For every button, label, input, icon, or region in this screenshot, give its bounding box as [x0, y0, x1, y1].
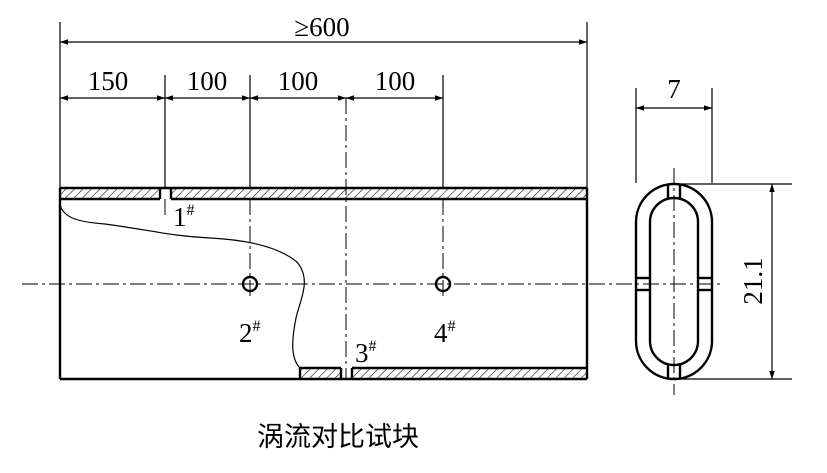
figure-caption: 涡流对比试块 [257, 422, 419, 453]
hole-labels: 1# 2# 3# 4# [173, 202, 456, 368]
hole-2 [241, 275, 259, 293]
dimension-segments: 150 100 100 100 [60, 66, 444, 188]
hole-4 [434, 275, 452, 293]
dimension-height-text: 21.1 [738, 257, 768, 304]
tube-side-view [22, 98, 720, 381]
dimension-total-length: ≥600 [59, 12, 588, 188]
dimension-width-text: 7 [667, 74, 681, 104]
tube-cross-section: 7 21.1 [634, 74, 792, 395]
dimension-seg2-text: 100 [187, 66, 228, 96]
dimension-seg1-text: 150 [88, 66, 129, 96]
dimension-seg3-text: 100 [278, 66, 319, 96]
hole-1-label: 1# [173, 202, 195, 232]
cross-section-holes [636, 184, 712, 379]
dimension-total-text: ≥600 [294, 12, 349, 42]
hole-3-label: 3# [355, 338, 377, 368]
hole-2-label: 2# [239, 318, 261, 348]
dimension-seg4-text: 100 [375, 66, 416, 96]
hole-4-label: 4# [434, 318, 456, 348]
